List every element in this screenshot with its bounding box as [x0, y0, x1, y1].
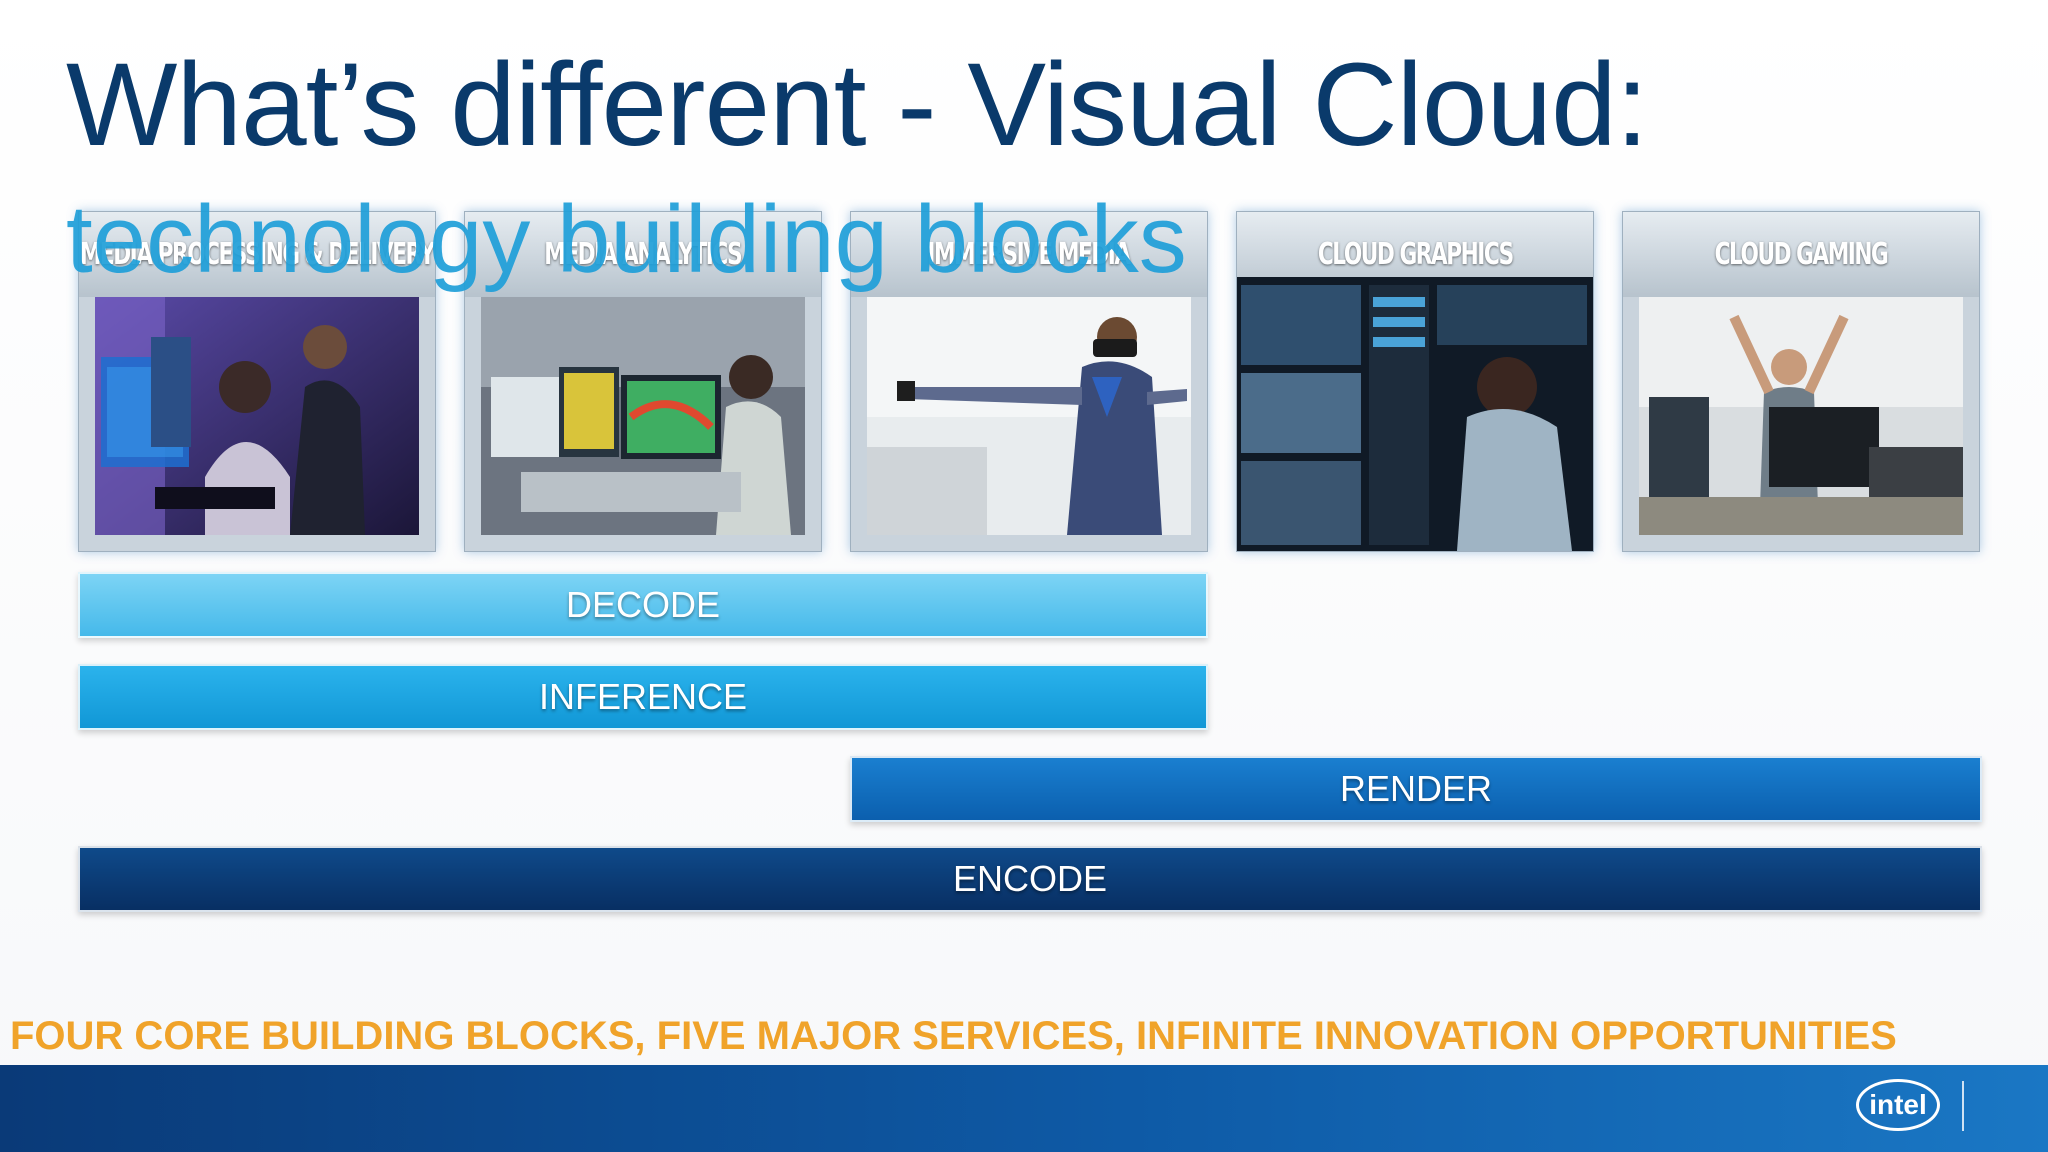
tile-label: IMMERSIVE MEDIA [927, 237, 1132, 272]
tile-header: CLOUD GAMING [1623, 212, 1979, 297]
slide-title: What’s different - Visual Cloud: [66, 39, 1649, 171]
intel-logo-text: intel [1869, 1089, 1927, 1120]
encode-label: ENCODE [952, 858, 1108, 899]
render-label: RENDER [1339, 768, 1492, 809]
intel-logo: intel [1856, 1079, 1940, 1131]
cloud-graphics-photo [1237, 277, 1593, 551]
tagline: FOUR CORE BUILDING BLOCKS, FIVE MAJOR SE… [10, 1014, 1897, 1058]
footer-band: intel [0, 1065, 2048, 1152]
decode-bar: DECODE [78, 572, 1208, 638]
logo-divider [1962, 1081, 1964, 1131]
inference-label: INFERENCE [538, 676, 748, 717]
immersive-media-photo [867, 297, 1191, 535]
cloud-gaming-photo [1639, 297, 1963, 535]
tile-header: MEDIA ANALYTICS [465, 212, 821, 297]
tile-label: CLOUD GRAPHICS [1317, 237, 1514, 272]
tile-label: MEDIA PROCESSING & DELIVERY [80, 237, 435, 272]
tile-label: CLOUD GAMING [1714, 237, 1889, 272]
tile-label: MEDIA ANALYTICS [544, 237, 743, 272]
service-tile-media-analytics: MEDIA ANALYTICS [464, 211, 822, 552]
render-bar: RENDER [850, 756, 1982, 822]
encode-bar: ENCODE [78, 846, 1982, 912]
service-tile-media-processing: MEDIA PROCESSING & DELIVERY [78, 211, 436, 552]
media-processing-photo [95, 297, 419, 535]
media-analytics-photo [481, 297, 805, 535]
slide-subtitle: technology building blocks [66, 186, 1187, 293]
tile-header: IMMERSIVE MEDIA [851, 212, 1207, 297]
tile-header: MEDIA PROCESSING & DELIVERY [79, 212, 435, 297]
service-tile-cloud-graphics: CLOUD GRAPHICS [1236, 211, 1594, 552]
decode-label: DECODE [565, 584, 721, 625]
service-tile-immersive-media: IMMERSIVE MEDIA [850, 211, 1208, 552]
inference-bar: INFERENCE [78, 664, 1208, 730]
service-tile-cloud-gaming: CLOUD GAMING [1622, 211, 1980, 552]
